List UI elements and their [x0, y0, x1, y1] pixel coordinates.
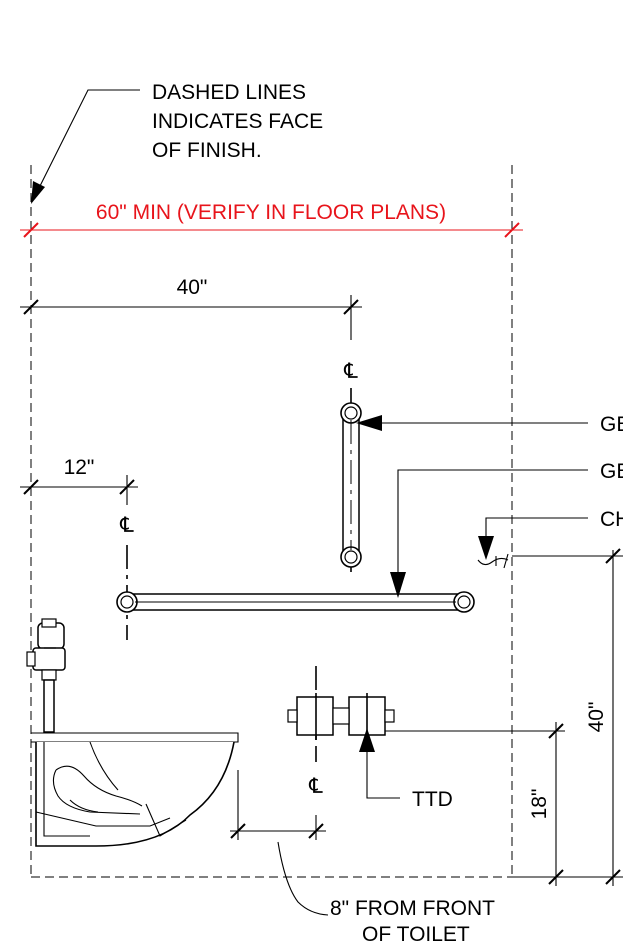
accessory-height-label: 40" — [585, 702, 608, 733]
note-leader-arrowhead — [31, 181, 45, 204]
callout-grab-bar-horizontal: GB-1 — [600, 460, 623, 483]
grab-bar-length-label: 40" — [177, 276, 208, 299]
dimension-overall-width: 60" MIN (VERIFY IN FLOOR PLANS) — [20, 201, 523, 238]
callout-leaders: GB-2 GB-1 CH — [356, 413, 623, 598]
note-leader — [37, 89, 140, 191]
tp-height-label: 18" — [528, 789, 551, 820]
toilet-paper-dispensers — [287, 693, 395, 740]
grab-bar-vertical — [340, 402, 362, 568]
centerline-offset-label: 12" — [64, 456, 95, 479]
callout-grab-bar-vertical: GB-2 — [600, 413, 623, 436]
note-dashed-lines: DASHED LINES INDICATES FACE OF FINISH. — [31, 81, 323, 204]
dimension-centerline-offset: 12" — [20, 456, 138, 505]
dimension-accessory-height: 40" — [585, 548, 621, 886]
note-line-3: OF FINISH. — [152, 139, 262, 162]
callout-toilet-tissue-dispenser: TTD — [412, 788, 453, 811]
grab-bar-horizontal — [116, 591, 475, 613]
front-note-line-1: 8" FROM FRONT — [330, 897, 495, 920]
note-line-2: INDICATES FACE — [152, 110, 323, 133]
toilet — [31, 732, 239, 847]
centerline-symbol-toilet: ℄ — [119, 514, 134, 537]
overall-width-label: 60" MIN (VERIFY IN FLOOR PLANS) — [96, 201, 446, 224]
coat-hook — [477, 553, 623, 569]
flush-valve — [26, 618, 66, 733]
dimension-tp-height: 18" — [385, 722, 623, 886]
centerline-symbols: ℄ ℄ ℄ — [119, 360, 358, 798]
note-line-1: DASHED LINES — [152, 81, 306, 104]
centerline-symbol-tp: ℄ — [308, 775, 323, 798]
finish-face-outline — [30, 165, 513, 878]
dimension-front-offset — [230, 770, 329, 916]
centerline-symbol-vertical-bar: ℄ — [343, 360, 358, 383]
front-note-line-2: OF TOILET — [362, 923, 470, 942]
dimension-grab-bar-length: 40" — [20, 276, 362, 340]
callout-coat-hook: CH — [600, 508, 623, 531]
note-front-of-toilet: 8" FROM FRONT OF TOILET — [330, 897, 495, 942]
ttd-callout: TTD — [359, 728, 453, 811]
